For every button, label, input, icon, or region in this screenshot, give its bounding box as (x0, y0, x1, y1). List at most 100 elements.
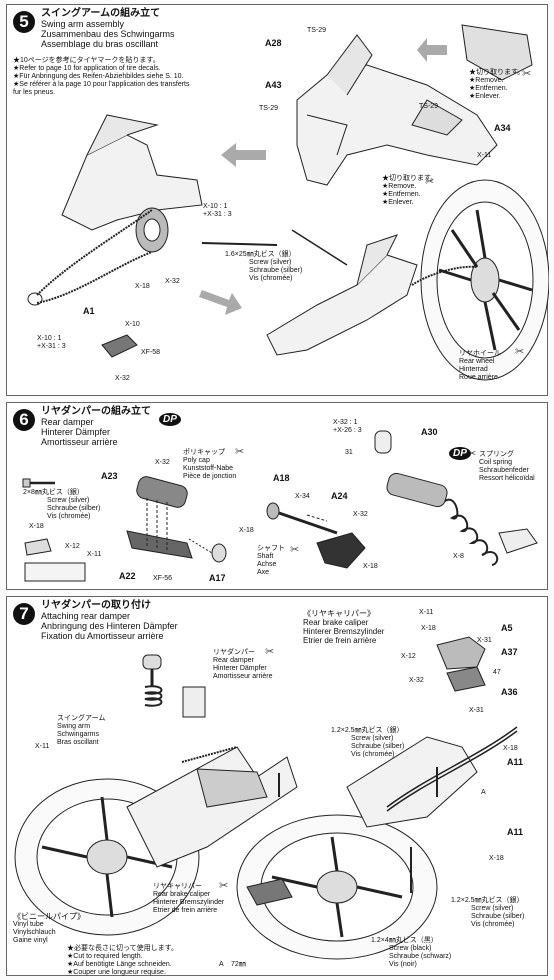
shaft-line: Shaft (257, 553, 274, 560)
rear-wheel-label: リヤホイール Rear wheel Hinterrad Roue arrière (459, 350, 501, 382)
vinyl-line: Vinylschlauch (13, 929, 56, 936)
screw-line: 2×8㎜丸ビス（銀） (23, 489, 84, 496)
screw-label: 1.2×4㎜丸ビス（黒） Screw (black) Schraube (sch… (371, 937, 451, 969)
swingarm-line: Schwingarms (57, 731, 100, 738)
swingarm-line: スイングアーム (57, 715, 106, 722)
vinyl-line: ★Auf benötigte Länge schneiden. (67, 961, 172, 968)
part-label: XF-56 (153, 575, 173, 582)
note-line: ★10ページを参考にタイヤマークを貼ります。 (13, 57, 160, 64)
scissors-icon: ✂ (425, 176, 435, 188)
part-label: X-11 (87, 551, 102, 558)
screw-line: Vis (chromée) (47, 513, 91, 520)
part-label: X-12 (401, 653, 416, 660)
screw-line: Schraube (schwarz) (389, 953, 452, 960)
part-label: X-32 (409, 677, 424, 684)
caliper-label: リヤキャリパー Rear brake caliper Hinterer Brem… (153, 883, 224, 915)
part-label: X-32 (165, 278, 180, 285)
title-jp: リヤダンパーの組み立て (41, 406, 151, 417)
part-label: X-11 (35, 743, 50, 750)
damper-line: Hinterer Dämpfer (213, 665, 267, 672)
screw-line: Screw (silver) (471, 905, 514, 912)
vinyl-line: 《ビニールパイプ》 (13, 912, 85, 921)
screw-line: Schraube (silber) (351, 743, 405, 750)
remove-line: ★切り取ります。 (469, 69, 525, 76)
note-line: fur les pneus. (13, 89, 56, 96)
spring-line: スプリング (479, 451, 514, 458)
caliper-header-line: 《リヤキャリパー》 (303, 609, 375, 618)
polycap-line: ポリキャップ (183, 449, 225, 456)
polycap-line: Poly cap (183, 457, 210, 464)
part-label: X-18 (421, 625, 436, 632)
vinyl-line: Gaine vinyl (13, 937, 48, 944)
spring-line: Schraubenfeder (479, 467, 529, 474)
screw-line: Schraube (silber) (47, 505, 101, 512)
note-line: ★Refer to page 10 for application of tir… (13, 65, 161, 72)
part-label: A18 (273, 473, 290, 483)
screw-line: 1.2×4㎜丸ビス（黒） (371, 937, 438, 944)
screw-line: Screw (black) (389, 945, 432, 952)
vinyl-line: ★Cut to required length. (67, 953, 143, 960)
caliper-line: Hinterer Bremszylinder (153, 899, 225, 906)
part-label: TS-29 (307, 27, 327, 34)
part-label: X-10 (125, 321, 140, 328)
screw-label: 1.2×2.5㎜丸ビス（銀） Screw (silver) Schraube (… (331, 727, 404, 759)
title-fr: Fixation du Amortisseur arrière (41, 631, 164, 641)
part-label: A17 (209, 573, 226, 583)
remove-note: ★切り取ります。 ★Remove. ★Entfernen. ★Enlever. (469, 69, 524, 101)
part-label: X-18 (489, 855, 504, 862)
part-label: X-10 : 1 (203, 203, 228, 210)
part-label: X-32 (155, 459, 170, 466)
caliper-line: リヤキャリパー (153, 883, 202, 890)
wheel-line: Rear wheel (459, 358, 495, 365)
title-jp: リヤダンパーの取り付け (41, 600, 151, 611)
part-label: A1 (83, 306, 95, 316)
callout-letter: A (481, 789, 486, 796)
part-label: X-18 (29, 523, 44, 530)
damper-line: Rear damper (213, 657, 254, 664)
part-label: X-34 (295, 493, 310, 500)
remove-line: ★Enlever. (469, 93, 501, 100)
step-5-illustration (27, 24, 549, 381)
screw-label: 2×8㎜丸ビス（銀） Screw (silver) Schraube (silb… (23, 489, 100, 521)
part-label: +X-26 : 3 (333, 427, 362, 434)
shaft-line: シャフト (257, 545, 285, 552)
step-7-illustration (14, 636, 518, 960)
remove-note: ★切り取ります。 ★Remove. ★Entfernen. ★Enlever. (382, 175, 437, 207)
part-label: A5 (501, 623, 513, 633)
title-en: Rear damper (41, 417, 94, 427)
screw-line: Vis (noir) (389, 961, 417, 968)
screw-line: Screw (silver) (47, 497, 90, 504)
part-label: A28 (265, 38, 282, 48)
decal-icon: ✂ (290, 544, 300, 556)
step-number: 6 (13, 409, 35, 431)
spring-label: スプリング Coil spring Schraubenfeder Ressort… (479, 451, 535, 483)
caliper-line: Rear brake caliper (153, 891, 211, 898)
length-label: 72㎜ (231, 961, 246, 968)
polycap-line: Pièce de jonction (183, 473, 237, 480)
callout-number: 47 (493, 669, 501, 676)
dp-badge: DP (159, 413, 181, 426)
part-label: A36 (501, 687, 518, 697)
part-label: +X-31 : 3 (203, 211, 232, 218)
step-number: 5 (13, 11, 35, 33)
title-fr: Assemblage du bras oscillant (41, 39, 159, 49)
part-label: X-18 (363, 563, 378, 570)
polycap-label: ポリキャップ Poly cap Kunststoff-Nabe Pièce de… (183, 449, 236, 481)
part-label: A11 (507, 827, 524, 837)
step-6-panel: 6 リヤダンパーの組み立て Rear damper Hinterer Dämpf… (6, 402, 548, 590)
decal-icon: ✂ (515, 346, 525, 358)
part-label: +X-31 : 3 (37, 343, 66, 350)
part-label: A43 (265, 80, 282, 90)
screw-line: Vis (chromée) (471, 921, 515, 928)
spring-line: Coil spring (479, 459, 513, 466)
part-label: A24 (331, 491, 348, 501)
wheel-line: リヤホイール (459, 350, 501, 357)
screw-line: 1.2×2.5㎜丸ビス（銀） (451, 897, 524, 904)
caliper-header: 《リヤキャリパー》 Rear brake caliper Hinterer Br… (303, 609, 384, 645)
note-line: ★Für Anbringung des Reifen-Abziehbildes … (13, 73, 184, 80)
step-title: リヤダンパーの組み立て Rear damper Hinterer Dämpfer… (41, 406, 151, 448)
caliper-header-line: Etrier de frein arrière (303, 636, 377, 645)
title-de: Anbringung des Hinteren Dämpfer (41, 621, 178, 631)
part-label: A23 (101, 471, 118, 481)
vinyl-tube-note: 《ビニールパイプ》 Vinyl tube Vinylschlauch Gaine… (13, 913, 178, 977)
